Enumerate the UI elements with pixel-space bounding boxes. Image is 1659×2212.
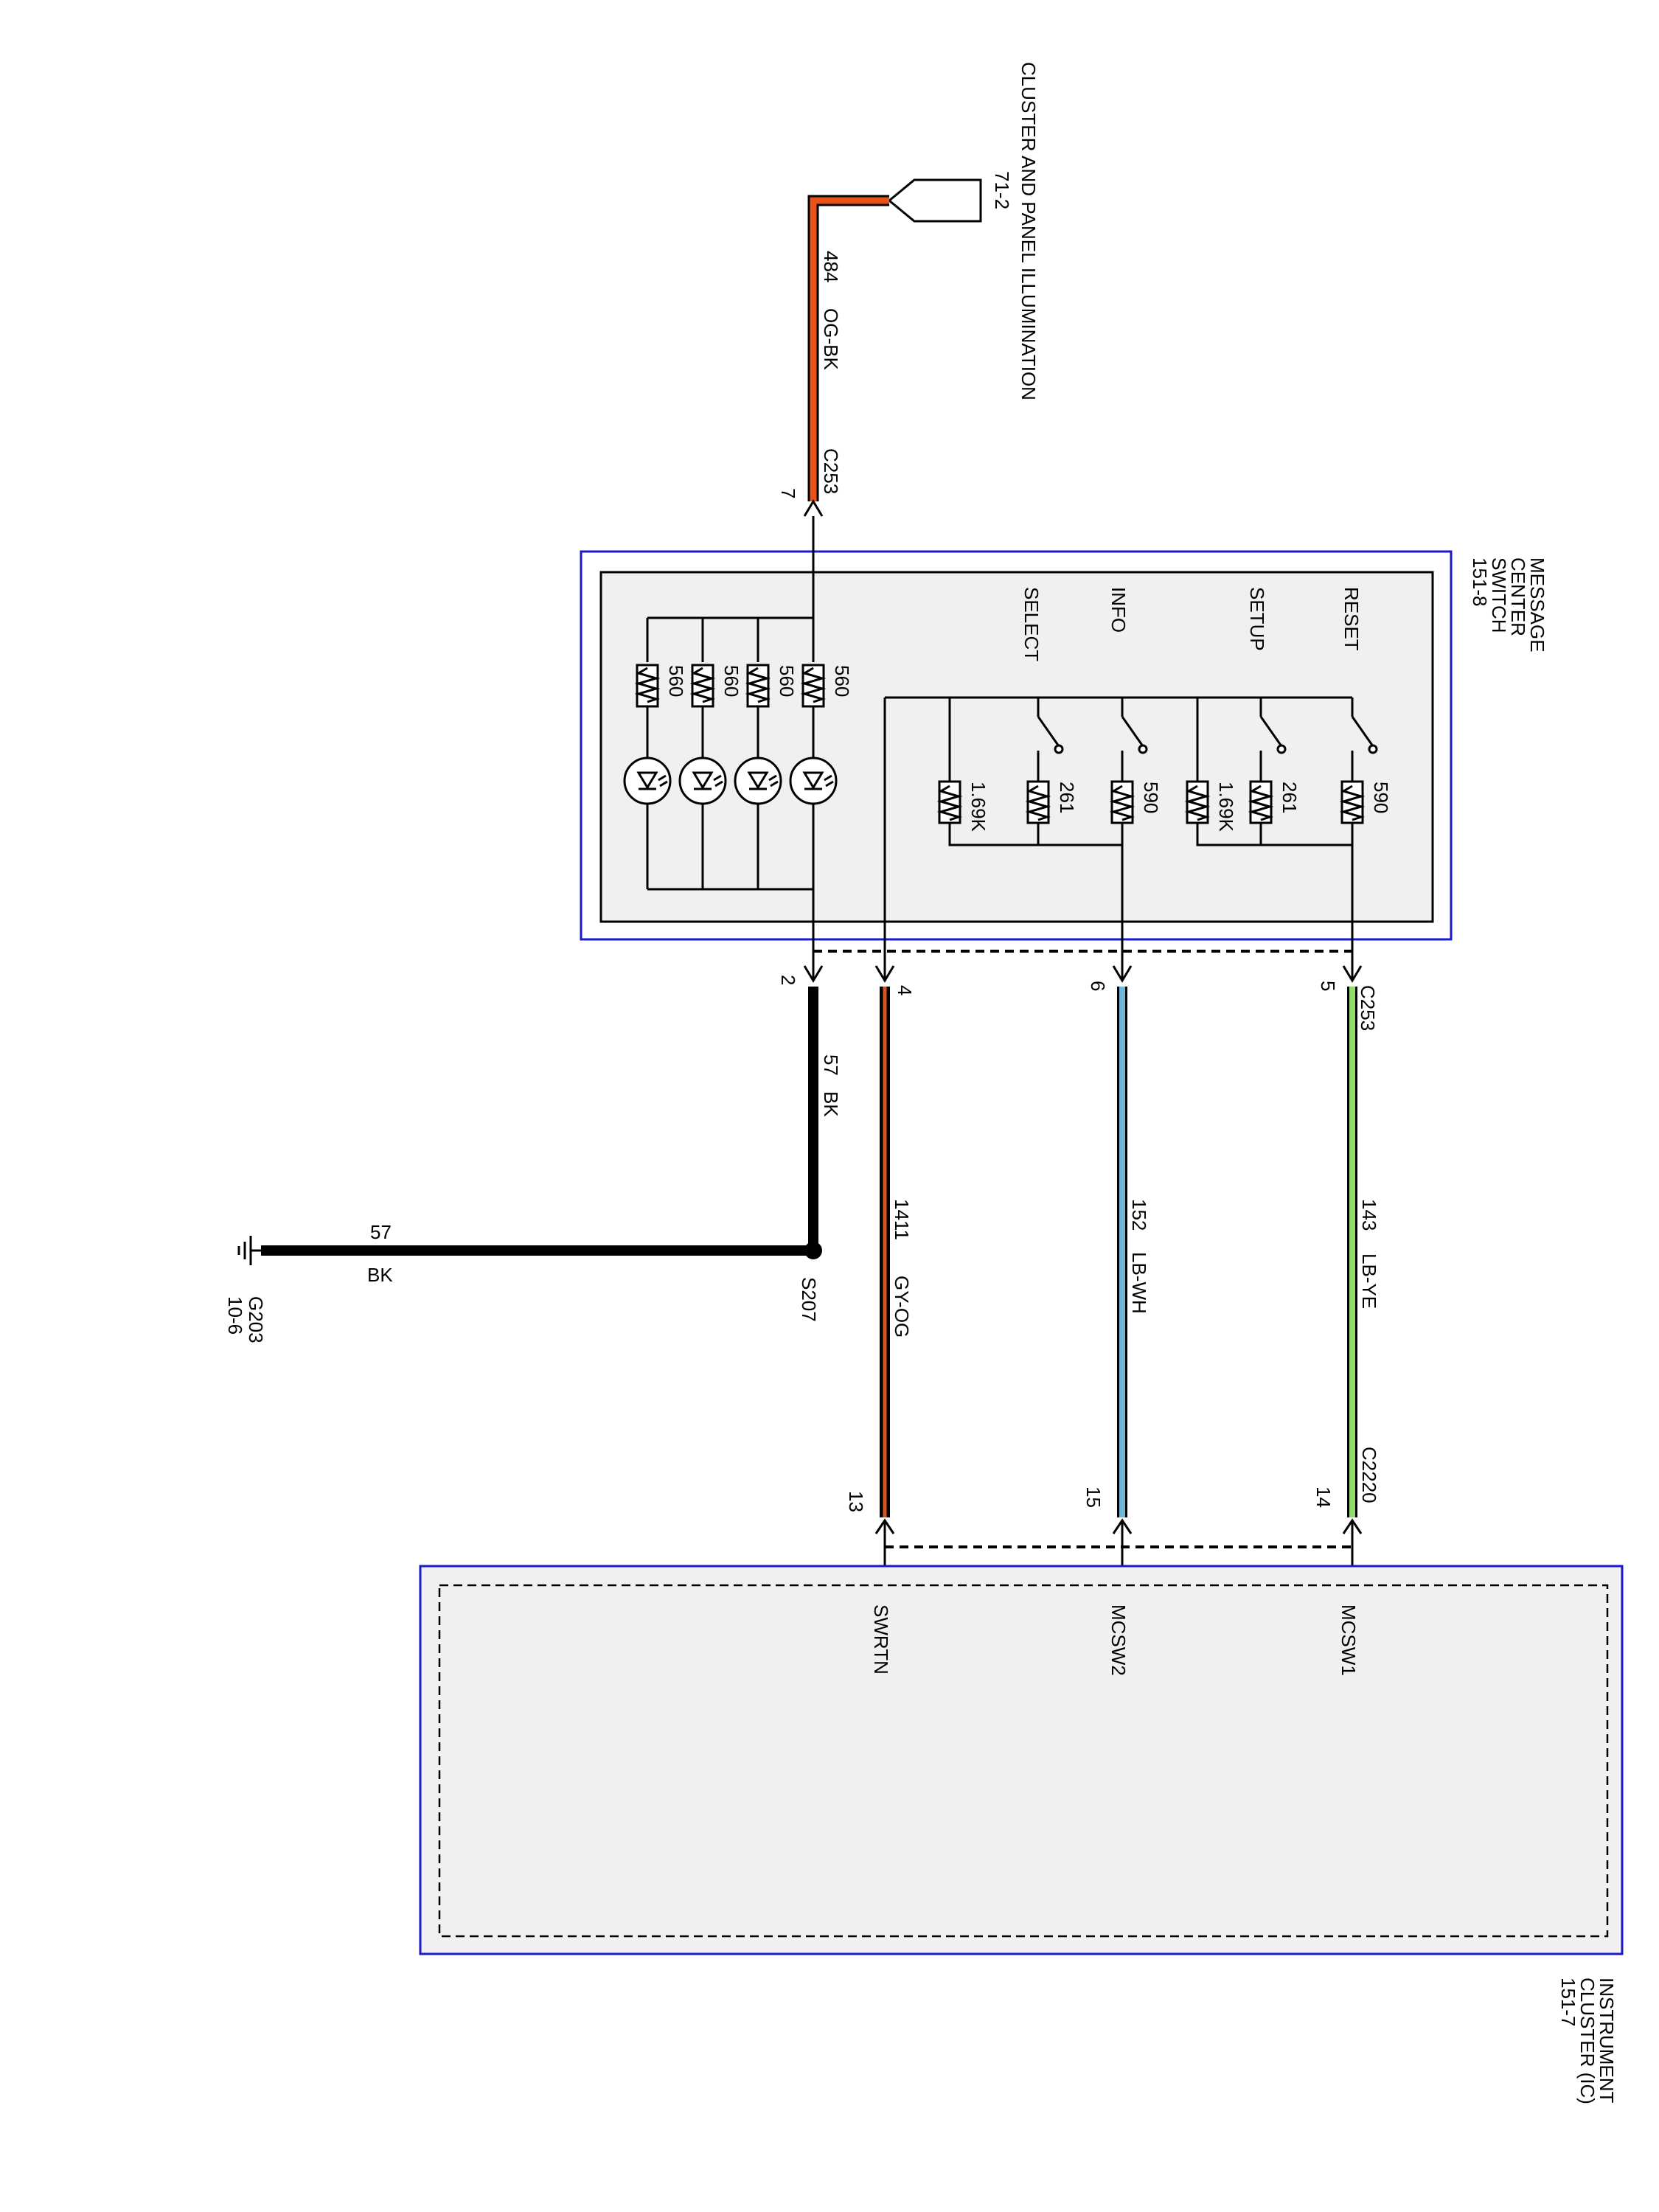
ic-title-line2: CLUSTER (IC) xyxy=(1576,1978,1599,2104)
led-1-icon xyxy=(789,757,838,805)
illum-ref-title: CLUSTER AND PANEL ILLUMINATION xyxy=(1018,62,1040,400)
mcs-page-ref: 151-8 xyxy=(1469,557,1491,607)
wire-1411-color: GY-OG xyxy=(891,1276,913,1338)
wire-484-fill xyxy=(810,197,889,501)
illumination-reference: CLUSTER AND PANEL ILLUMINATION 71-2 xyxy=(887,62,1040,400)
resistor-led4-value: 560 xyxy=(665,665,687,697)
off-page-connector-icon xyxy=(887,178,982,223)
resistor-led3-value: 560 xyxy=(720,665,742,697)
mcs-title-line2: CENTER xyxy=(1507,557,1529,636)
pin-15-label: 15 xyxy=(1082,1486,1105,1508)
ic-title-line1: INSTRUMENT xyxy=(1596,1978,1618,2104)
resistor-select-261-value: 261 xyxy=(1056,782,1078,813)
ic-outer-box xyxy=(419,1565,1624,1955)
wire-57-vertical: 57 BK S207 xyxy=(798,987,842,1322)
connector-c253-bottom-label: C253 xyxy=(1357,985,1379,1031)
button-info-label: INFO xyxy=(1107,587,1130,633)
pin-7-arrow-icon xyxy=(803,499,824,517)
mcs-title-line3: SWITCH xyxy=(1488,557,1510,633)
wire-57-number: 57 xyxy=(820,1054,842,1076)
switch-select-icon xyxy=(1037,716,1060,747)
switch-info-icon xyxy=(1121,716,1144,747)
pin-6-label: 6 xyxy=(1087,981,1109,991)
button-setup-label: SETUP xyxy=(1246,587,1268,651)
wire-484-number: 484 xyxy=(820,251,842,282)
ground-page-ref: 10-6 xyxy=(224,1296,246,1335)
wire-484-color: OG-BK xyxy=(820,308,842,370)
led-2-icon xyxy=(734,757,782,805)
wire-143-color: LB-YE xyxy=(1358,1253,1380,1309)
signal-swrtn-label: SWRTN xyxy=(870,1604,892,1674)
pin-5-label: 5 xyxy=(1317,981,1339,991)
mcs-title-line1: MESSAGE xyxy=(1526,557,1548,653)
wire-1411-number: 1411 xyxy=(891,1199,913,1240)
splice-s207-label: S207 xyxy=(798,1277,820,1322)
wire-152-number: 152 xyxy=(1128,1199,1150,1231)
pin-4-label: 4 xyxy=(894,985,916,995)
led-4-icon xyxy=(623,757,672,805)
switch-reset-icon xyxy=(1351,716,1374,747)
resistor-setup-261-value: 261 xyxy=(1279,782,1301,813)
mcs-inner-box xyxy=(599,571,1434,923)
ic-inner-dashed-box xyxy=(438,1584,1609,1938)
pin-14-label: 14 xyxy=(1312,1486,1335,1508)
wire-152-color: LB-WH xyxy=(1128,1252,1150,1314)
resistor-led1-value: 560 xyxy=(831,665,853,697)
ground-g203-label: G203 xyxy=(245,1296,267,1343)
connector-c2220: C2220 13 15 14 xyxy=(845,1447,1380,1566)
wire-152: 152 LB-WH xyxy=(1117,987,1150,1517)
signal-mcsw2-label: MCSW2 xyxy=(1107,1604,1130,1676)
resistor-reset-value: 590 xyxy=(1370,782,1392,813)
led-3-icon xyxy=(678,757,727,805)
switch-setup-icon xyxy=(1259,716,1283,747)
wire-57-horizontal: 57 BK G203 10-6 xyxy=(224,1221,813,1343)
button-reset-label: RESET xyxy=(1340,587,1363,651)
pin-2-label: 2 xyxy=(777,975,799,985)
ic-page-ref: 151-7 xyxy=(1557,1978,1579,2027)
instrument-cluster: SWRTN MCSW2 MCSW1 INSTRUMENT CLUSTER (IC… xyxy=(419,1565,1624,2104)
resistor-info-value: 590 xyxy=(1140,782,1162,813)
connector-c2220-label: C2220 xyxy=(1358,1447,1380,1503)
wire-57-color: BK xyxy=(820,1091,842,1117)
resistor-led2-value: 560 xyxy=(776,665,798,697)
message-center-switch: MESSAGE CENTER SWITCH 151-8 RESET SETUP … xyxy=(580,516,1548,966)
ground-icon xyxy=(237,1236,261,1265)
wire-143: 143 LB-YE xyxy=(1347,987,1380,1517)
wire-484: 484 OG-BK C253 7 xyxy=(777,195,889,517)
pin-13-label: 13 xyxy=(845,1491,867,1512)
wire-1411: 1411 GY-OG xyxy=(880,987,913,1517)
connector-c253-bottom: 2 4 6 5 C253 xyxy=(777,950,1379,1031)
wire-143-number: 143 xyxy=(1358,1199,1380,1231)
wire-57b-number: 57 xyxy=(370,1221,392,1243)
illum-ref-page: 71-2 xyxy=(991,171,1013,209)
connector-c253-top: C253 xyxy=(820,448,842,494)
button-select-label: SELECT xyxy=(1020,587,1043,661)
pin-7-label: 7 xyxy=(777,488,799,498)
wire-57b-color: BK xyxy=(367,1264,393,1286)
signal-mcsw1-label: MCSW1 xyxy=(1338,1604,1360,1676)
resistor-select-169k-value: 1.69K xyxy=(967,782,990,832)
resistor-setup-169k-value: 1.69K xyxy=(1215,782,1237,832)
